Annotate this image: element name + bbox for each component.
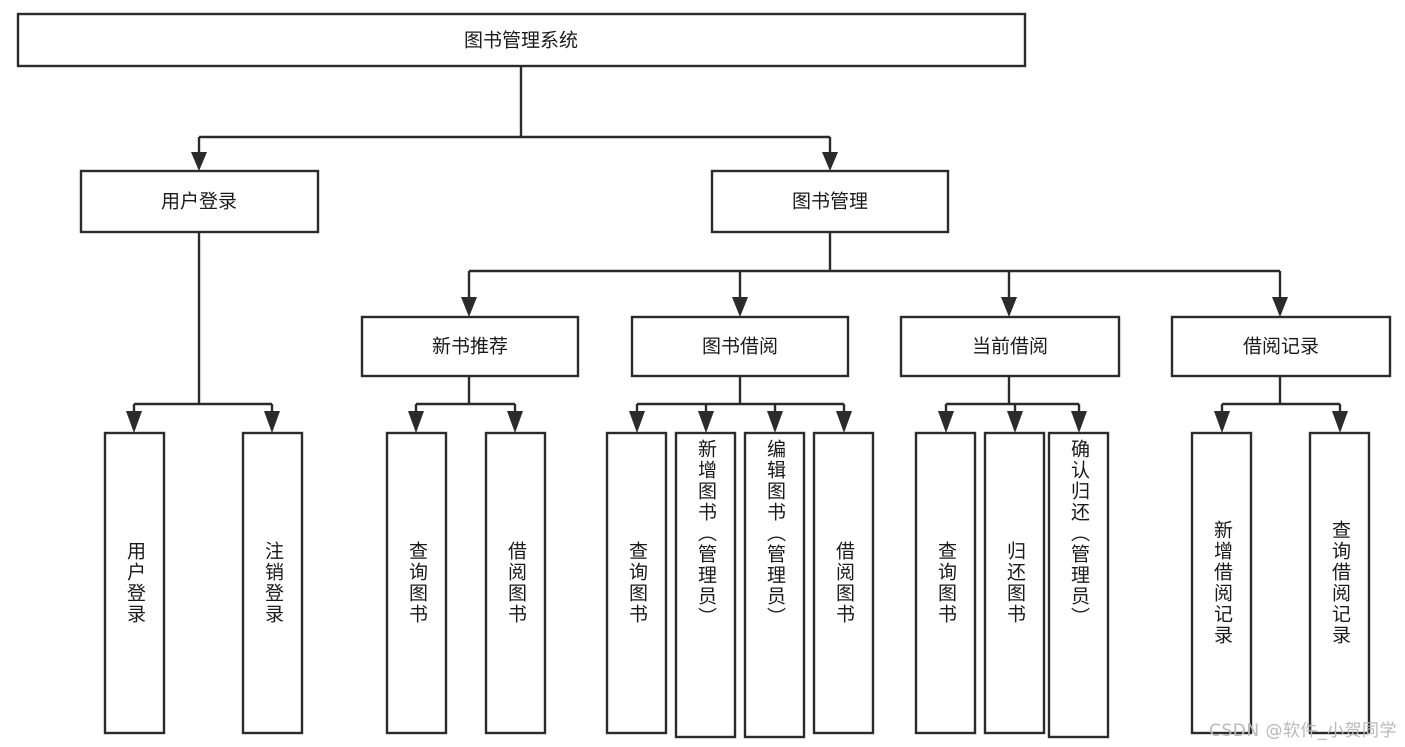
node-current-borrow-box[interactable] [899, 315, 1121, 378]
node-leaf-borrow-book-2-box[interactable] [812, 431, 875, 735]
arrowhead-book-management [822, 152, 838, 171]
arrowhead-book-borrow [732, 297, 748, 317]
node-new-book-recommend[interactable]: 新书推荐 [360, 315, 580, 378]
arrowhead-leaf-confirm-return [1071, 411, 1087, 433]
arrowhead-leaf-logout [264, 411, 280, 433]
node-leaf-query-book-1-box[interactable] [385, 431, 448, 735]
arrowhead-leaf-borrow-book-2 [836, 411, 852, 433]
arrowhead-leaf-add-book [698, 411, 714, 433]
node-leaf-query-book-2-box[interactable] [605, 431, 668, 735]
connector-layer [126, 66, 1348, 433]
arrowhead-leaf-add-record [1214, 411, 1230, 433]
node-book-borrow[interactable]: 图书借阅 [630, 315, 850, 378]
node-leaf-user-login-box[interactable] [103, 431, 166, 735]
node-leaf-add-book-box[interactable] [674, 431, 737, 739]
leaf-box-layer [103, 431, 1371, 739]
node-borrow-record-label: 借阅记录 [1243, 336, 1319, 358]
node-book-management-label: 图书管理 [792, 191, 868, 213]
node-borrow-record[interactable]: 借阅记录 [1170, 315, 1392, 378]
arrowhead-leaf-query-record [1332, 411, 1348, 433]
node-borrow-record-box[interactable] [1170, 315, 1392, 378]
node-new-book-recommend-label: 新书推荐 [432, 336, 508, 358]
node-new-book-recommend-box[interactable] [360, 315, 580, 378]
node-book-borrow-label: 图书借阅 [702, 336, 778, 358]
arrowhead-borrow-record [1272, 297, 1288, 317]
node-book-management[interactable]: 图书管理 [710, 169, 950, 234]
arrowhead-current-borrow [1001, 297, 1017, 317]
arrowhead-leaf-query-book-3 [938, 411, 954, 433]
node-user-login-box[interactable] [79, 169, 320, 234]
arrowhead-leaf-query-book-1 [408, 411, 424, 433]
node-user-login-label: 用户登录 [161, 191, 237, 213]
arrowhead-leaf-query-book-2 [629, 411, 645, 433]
arrowhead-leaf-user-login [126, 411, 142, 433]
node-leaf-return-book-box[interactable] [983, 431, 1046, 735]
node-leaf-query-record-box[interactable] [1308, 431, 1371, 735]
arrowhead-leaf-edit-book [767, 411, 783, 433]
node-current-borrow-label: 当前借阅 [972, 336, 1048, 358]
node-leaf-add-record-box[interactable] [1190, 431, 1253, 735]
arrowhead-new-book [461, 297, 477, 317]
node-leaf-confirm-return-box[interactable] [1047, 431, 1110, 739]
arrowhead-user-login [191, 152, 207, 171]
node-root-label: 图书管理系统 [464, 30, 578, 52]
arrowhead-leaf-return-book [1007, 411, 1023, 433]
node-leaf-edit-book-box[interactable] [743, 431, 806, 739]
node-root[interactable]: 图书管理系统 [16, 12, 1027, 68]
node-leaf-borrow-book-1-box[interactable] [484, 431, 547, 735]
node-leaf-logout-login-box[interactable] [241, 431, 304, 735]
node-book-borrow-box[interactable] [630, 315, 850, 378]
arrowhead-leaf-borrow-book-1 [507, 411, 523, 433]
node-root-box[interactable] [16, 12, 1027, 68]
node-user-login[interactable]: 用户登录 [79, 169, 320, 234]
node-book-management-box[interactable] [710, 169, 950, 234]
node-current-borrow[interactable]: 当前借阅 [899, 315, 1121, 378]
node-leaf-query-book-3-box[interactable] [914, 431, 977, 735]
